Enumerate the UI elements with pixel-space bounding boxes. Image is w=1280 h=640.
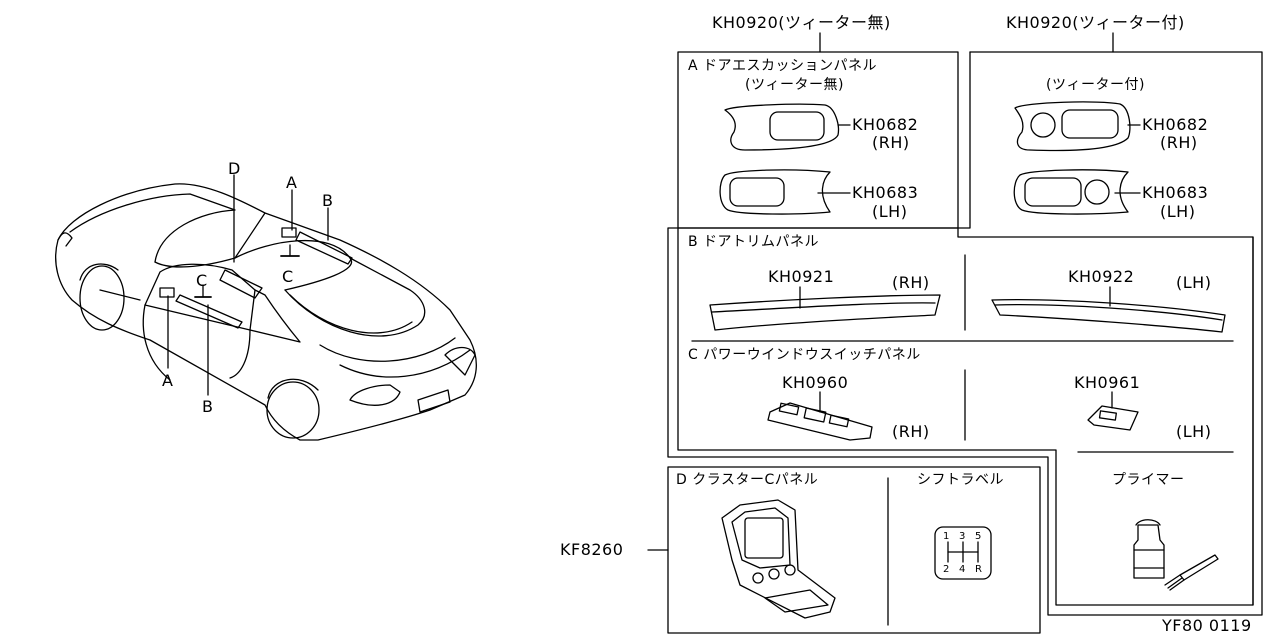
section-a-subtitle-right: (ツィーター付): [1046, 77, 1145, 93]
part-code-c-rh: KH0960: [782, 373, 849, 392]
part-c-drawings: [767, 391, 1139, 441]
part-side-a-lh: (LH): [872, 202, 908, 221]
part-code-a-tw-rh: KH0682: [1142, 115, 1209, 134]
shift-num-5: 5: [975, 531, 982, 542]
callout-d: D: [228, 159, 241, 178]
section-a-subtitle: (ツィーター無): [745, 77, 844, 93]
section-c-title: C パワーウインドウスイッチパネル: [688, 347, 921, 363]
part-side-a-rh: (RH): [872, 133, 910, 152]
kit-code-kf8260: KF8260: [560, 540, 624, 559]
panel-frames: [647, 32, 1263, 634]
figure-id: YF80 0119: [1162, 616, 1252, 635]
part-code-b-rh: KH0921: [768, 267, 835, 286]
part-side-c-rh: (RH): [892, 422, 930, 441]
shift-num-1: 1: [943, 531, 950, 542]
part-side-c-lh: (LH): [1176, 422, 1212, 441]
section-b-title: B ドアトリムパネル: [688, 234, 820, 250]
part-side-a-tw-rh: (RH): [1160, 133, 1198, 152]
callout-a-top: A: [286, 173, 298, 192]
shift-num-2: 2: [943, 564, 950, 575]
part-code-a-rh: KH0682: [852, 115, 919, 134]
part-code-a-lh: KH0683: [852, 183, 919, 202]
shift-label-title: シフトラベル: [917, 472, 1004, 488]
part-code-a-tw-lh: KH0683: [1142, 183, 1209, 202]
part-side-a-tw-lh: (LH): [1160, 202, 1196, 221]
shift-num-4: 4: [959, 564, 966, 575]
primer-label: プライマー: [1112, 472, 1185, 488]
part-side-b-rh: (RH): [892, 273, 930, 292]
kit-no-tweeter: KH0920(ツィーター無): [712, 13, 891, 32]
callout-a-bottom: A: [162, 371, 174, 390]
part-side-b-lh: (LH): [1176, 273, 1212, 292]
section-a-title: A ドアエスカッションパネル: [688, 58, 878, 74]
car-illustration: [55, 174, 477, 441]
part-d-drawings: [721, 499, 1219, 619]
callout-c-mid: C: [196, 271, 208, 290]
callout-b-bottom: B: [202, 397, 214, 416]
part-a-drawings: [719, 101, 1141, 215]
shift-num-3: 3: [959, 531, 966, 542]
kit-with-tweeter: KH0920(ツィーター付): [1006, 13, 1185, 32]
section-d-title: D クラスターCパネル: [676, 472, 819, 488]
callout-c-top: C: [282, 267, 294, 286]
part-code-b-lh: KH0922: [1068, 267, 1135, 286]
shift-num-r: R: [975, 564, 983, 575]
part-b-drawings: [709, 286, 1226, 333]
callout-b-top: B: [322, 191, 334, 210]
part-code-c-lh: KH0961: [1074, 373, 1141, 392]
